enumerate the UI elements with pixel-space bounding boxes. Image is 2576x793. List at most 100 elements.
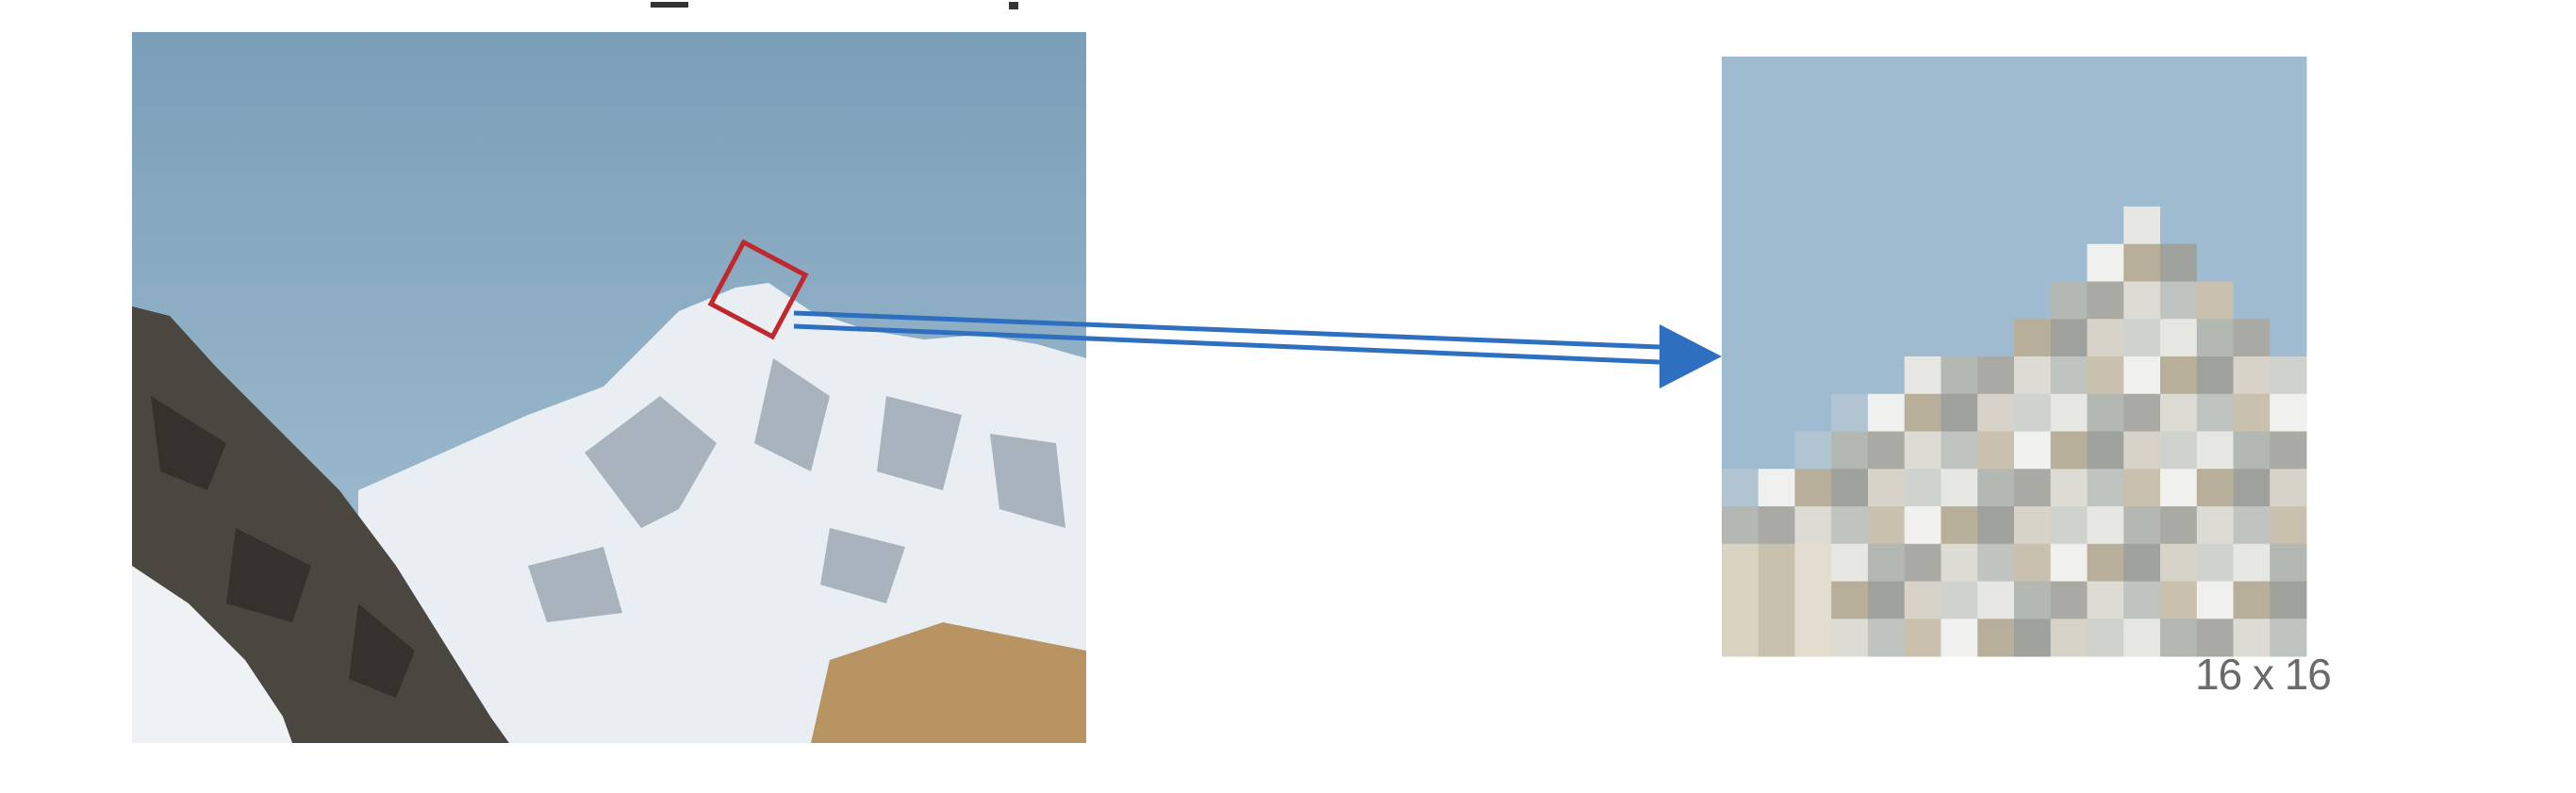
grid-pixel <box>2160 207 2198 245</box>
grid-pixel <box>1868 506 1906 545</box>
grid-pixel <box>2014 581 2052 620</box>
grid-pixel <box>2196 431 2234 470</box>
grid-pixel <box>1904 93 1941 132</box>
grid-pixel <box>2087 169 2124 207</box>
grid-pixel <box>1758 431 1795 470</box>
grid-pixel <box>1904 207 1941 245</box>
grid-pixel <box>2123 619 2161 657</box>
grid-pixel <box>1794 207 1832 245</box>
grid-pixel <box>1831 469 1869 507</box>
grid-pixel <box>1940 281 1978 320</box>
grid-pixel <box>2233 469 2271 507</box>
grid-pixel <box>2050 281 2088 320</box>
grid-pixel <box>2270 506 2307 545</box>
grid-pixel <box>1794 131 1832 170</box>
grid-pixel <box>1758 319 1795 357</box>
grid-pixel <box>1868 581 1906 620</box>
grid-pixel <box>1758 393 1795 432</box>
grid-pixel <box>2196 581 2234 620</box>
grid-pixel <box>1794 431 1832 470</box>
grid-pixel <box>2270 469 2307 507</box>
grid-pixel <box>1831 506 1869 545</box>
grid-pixel <box>2123 319 2161 357</box>
grid-pixel <box>2087 619 2124 657</box>
grid-pixel <box>1758 281 1795 320</box>
grid-pixel <box>1977 169 2015 207</box>
grid-pixel <box>2087 431 2124 470</box>
grid-pixel <box>2123 93 2161 132</box>
grid-pixel <box>2014 57 2052 95</box>
grid-pixel <box>1977 207 2015 245</box>
grid-pixel <box>1758 131 1795 170</box>
grid-pixel <box>1868 469 1906 507</box>
grid-pixel <box>2233 281 2271 320</box>
grid-pixel <box>2160 469 2198 507</box>
grid-pixel <box>1794 543 1832 582</box>
grid-pixel <box>1940 543 1978 582</box>
grid-pixel <box>1868 619 1906 657</box>
grid-pixel <box>2087 243 2124 282</box>
grid-pixel <box>1722 619 1759 657</box>
grid-pixel <box>2160 356 2198 395</box>
grid-pixel <box>1758 93 1795 132</box>
grid-pixel <box>1904 281 1941 320</box>
grid-pixel <box>2196 57 2234 95</box>
grid-pixel <box>1940 356 1978 395</box>
grid-pixel <box>1977 581 2015 620</box>
grid-pixel <box>2014 506 2052 545</box>
grid-pixel <box>2123 469 2161 507</box>
grid-pixel <box>1722 431 1759 470</box>
grid-pixel <box>2196 356 2234 395</box>
grid-pixel <box>2050 506 2088 545</box>
grid-pixel <box>2233 243 2271 282</box>
grid-pixel <box>2270 207 2307 245</box>
grid-pixel <box>1868 57 1906 95</box>
grid-pixel <box>2014 431 2052 470</box>
grid-pixel <box>1977 57 2015 95</box>
grid-pixel <box>1868 93 1906 132</box>
grid-pixel <box>2123 506 2161 545</box>
grid-pixel <box>1831 169 1869 207</box>
grid-pixel <box>2050 57 2088 95</box>
grid-pixel <box>1831 93 1869 132</box>
grid-pixel <box>2270 431 2307 470</box>
grid-pixel <box>1722 356 1759 395</box>
grid-pixel <box>2087 93 2124 132</box>
grid-pixel <box>2270 393 2307 432</box>
grid-pixel <box>1722 543 1759 582</box>
grid-pixel <box>2233 57 2271 95</box>
grid-pixel <box>1904 57 1941 95</box>
grid-pixel <box>2014 243 2052 282</box>
grid-pixel <box>1722 207 1759 245</box>
grid-pixel <box>1977 619 2015 657</box>
grid-pixel <box>2196 243 2234 282</box>
grid-pixel <box>2050 356 2088 395</box>
grid-pixel <box>1831 431 1869 470</box>
grid-pixel <box>2233 319 2271 357</box>
grid-pixel <box>1758 356 1795 395</box>
grid-pixel <box>2160 393 2198 432</box>
grid-pixel <box>2087 207 2124 245</box>
grid-pixel <box>1977 281 2015 320</box>
grid-pixel <box>1722 281 1759 320</box>
arrow-head <box>1660 324 1722 388</box>
grid-pixel <box>2270 57 2307 95</box>
grid-pixel <box>2160 93 2198 132</box>
grid-pixel <box>1722 319 1759 357</box>
grid-pixel <box>1977 319 2015 357</box>
grid-pixel <box>2270 243 2307 282</box>
photo-ridge-snow <box>132 566 292 743</box>
grid-pixel <box>1794 281 1832 320</box>
grid-pixel <box>1904 393 1941 432</box>
grid-pixel <box>2270 131 2307 170</box>
cropped-header-fragments <box>651 2 1018 9</box>
grid-pixel <box>2050 243 2088 282</box>
pixel-grid-16x16 <box>1722 57 2307 657</box>
photo-rock-shadows <box>528 358 1065 622</box>
grid-pixel <box>1868 207 1906 245</box>
grid-pixel <box>1794 319 1832 357</box>
grid-pixel <box>2160 281 2198 320</box>
grid-pixel <box>2087 131 2124 170</box>
grid-pixel <box>1977 356 2015 395</box>
